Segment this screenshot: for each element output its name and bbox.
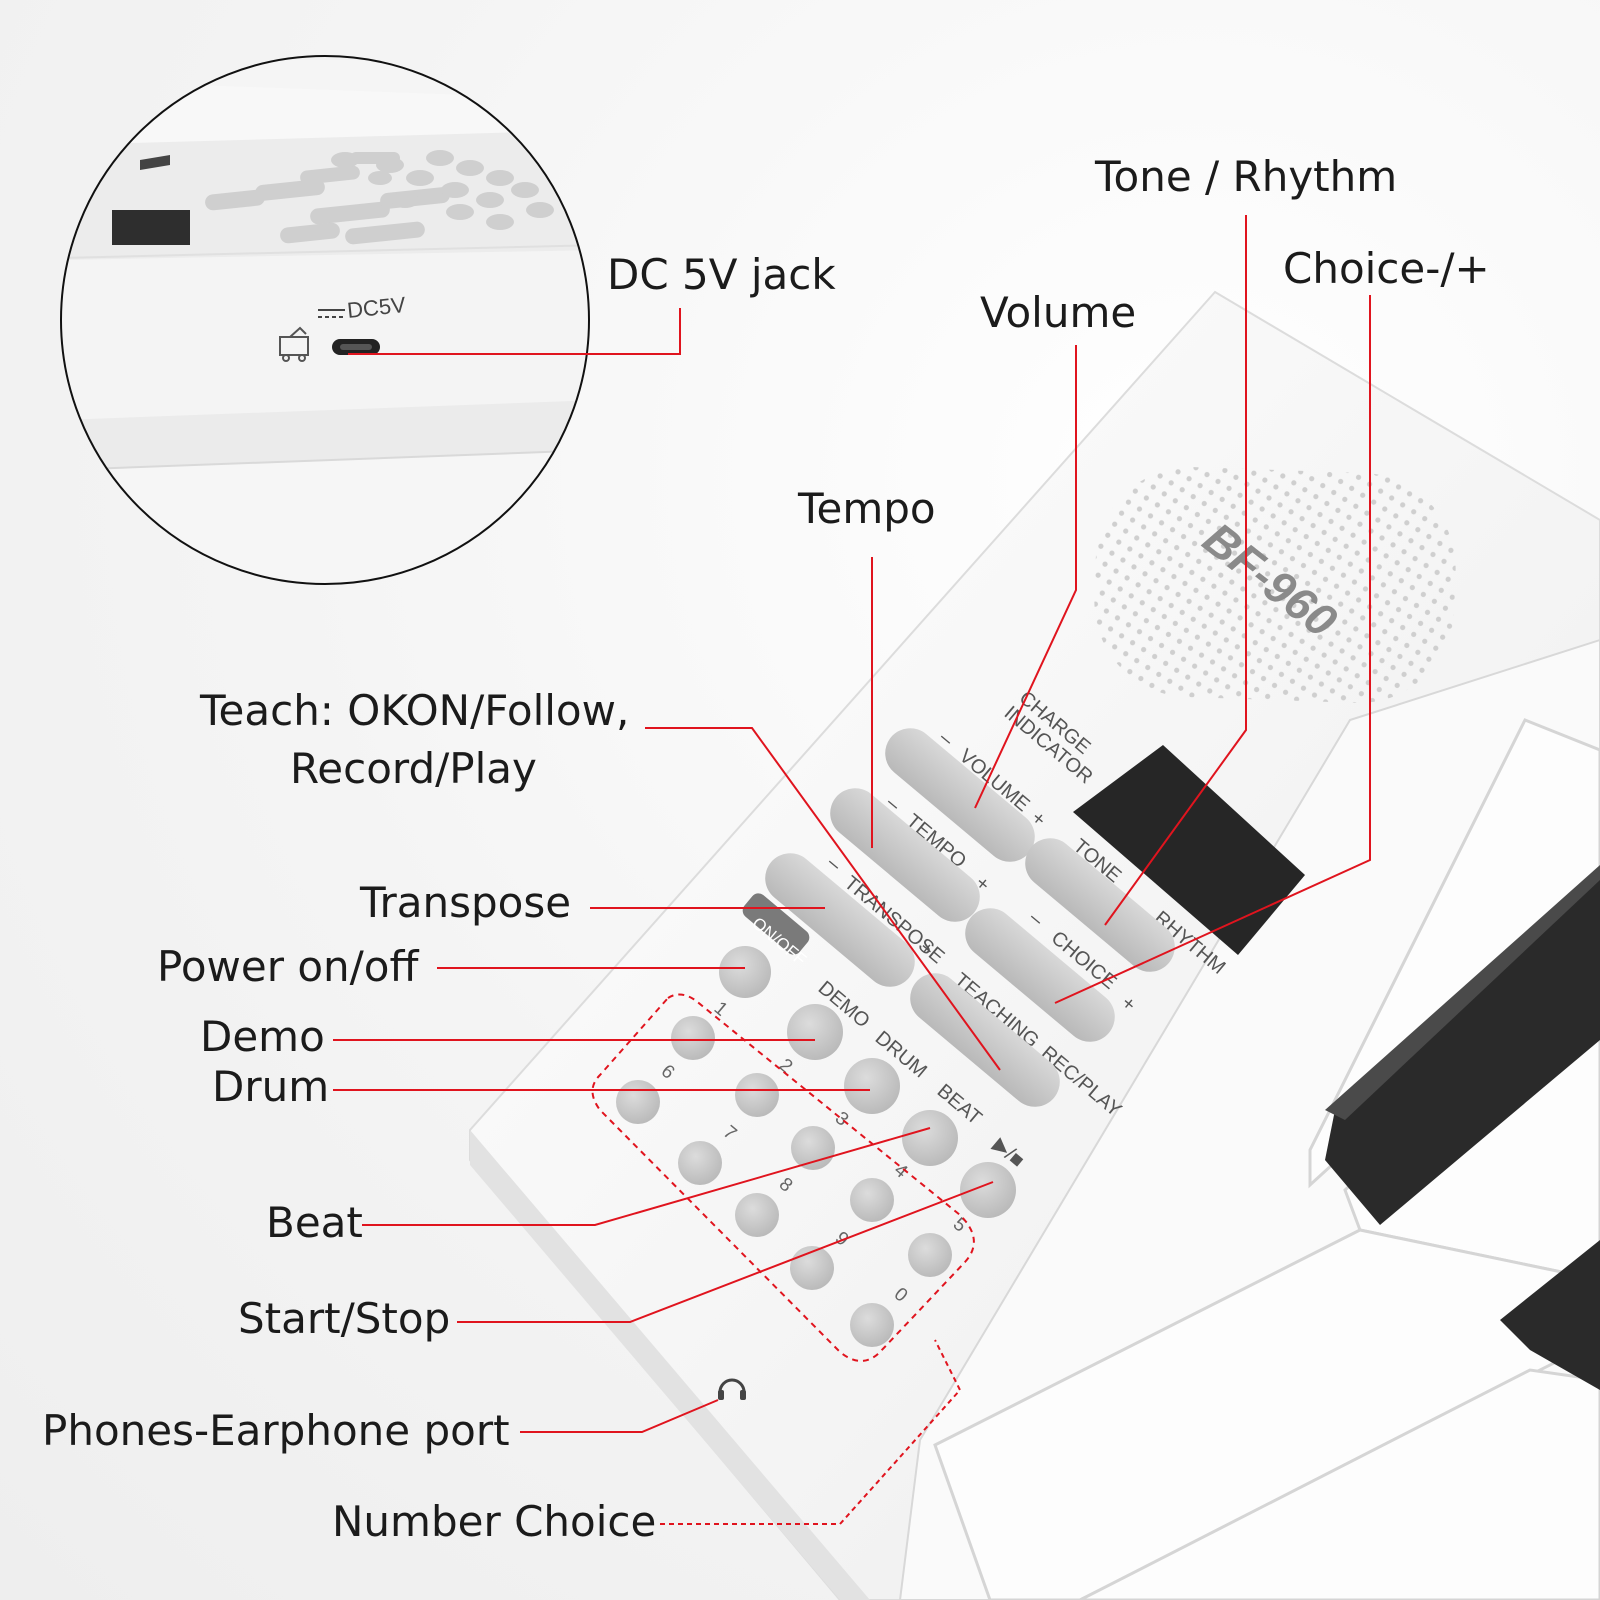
number-button-6[interactable] <box>616 1080 660 1124</box>
callout-choice: Choice-/+ <box>1283 244 1490 293</box>
number-choice-line <box>660 1339 962 1525</box>
callout-start-stop: Start/Stop <box>238 1294 451 1343</box>
teaching-recplay-button[interactable] <box>900 963 1070 1117</box>
number-choice-outline <box>591 993 975 1362</box>
control-buttons: ON/OFF <box>719 718 1185 1218</box>
callout-demo: Demo <box>200 1012 325 1061</box>
start-stop-line <box>457 1181 994 1323</box>
start-stop-button[interactable] <box>960 1162 1016 1218</box>
dc-jack-line <box>348 308 681 355</box>
number-button-7[interactable] <box>678 1141 722 1185</box>
black-keys <box>1325 865 1600 1390</box>
beat-button[interactable] <box>902 1110 958 1166</box>
volume-line <box>974 345 1077 809</box>
callout-tone-rhythm: Tone / Rhythm <box>1095 152 1398 201</box>
lcd-display <box>1073 745 1305 955</box>
callout-teach-2: Record/Play <box>290 744 537 793</box>
number-button-2[interactable] <box>735 1073 779 1117</box>
charge-icon <box>279 326 309 362</box>
tone-rhythm-button[interactable] <box>1015 828 1185 982</box>
speaker-grille: BF-960 <box>1094 467 1456 703</box>
number-button-8[interactable] <box>735 1193 779 1237</box>
drum-button[interactable] <box>844 1058 900 1114</box>
callout-beat: Beat <box>266 1198 363 1247</box>
choice-line <box>1054 295 1371 1004</box>
callout-phones: Phones-Earphone port <box>42 1406 510 1455</box>
number-button-3[interactable] <box>791 1126 835 1170</box>
callout-volume: Volume <box>980 288 1137 337</box>
volume-button[interactable] <box>875 718 1045 872</box>
headphone-icon[interactable] <box>718 1378 746 1400</box>
number-button-1[interactable] <box>671 1016 715 1060</box>
callout-teach-1: Teach: OKON/Follow, <box>200 686 630 735</box>
transpose-button[interactable] <box>755 843 925 997</box>
dc5v-silkscreen: DC5V <box>346 292 407 323</box>
callout-power: Power on/off <box>157 942 419 991</box>
keyboard-body: BF-960 <box>469 290 1600 1600</box>
choice-button[interactable] <box>955 898 1125 1052</box>
beat-line <box>362 1127 931 1226</box>
callout-transpose: Transpose <box>360 878 572 927</box>
number-button-4[interactable] <box>850 1178 894 1222</box>
callout-number-choice: Number Choice <box>332 1497 657 1546</box>
number-button-5[interactable] <box>908 1233 952 1277</box>
inset-closeup: DC5V <box>60 55 590 585</box>
callout-tempo: Tempo <box>798 484 936 533</box>
number-button-0[interactable] <box>850 1303 894 1347</box>
demo-button[interactable] <box>787 1004 843 1060</box>
callout-drum: Drum <box>212 1062 330 1111</box>
callout-lines <box>333 215 1371 1525</box>
tempo-button[interactable] <box>820 778 990 932</box>
power-button[interactable] <box>719 946 771 998</box>
teach-line <box>645 727 1001 1071</box>
tone-rhythm-line <box>1104 215 1247 926</box>
phones-line <box>520 1399 719 1433</box>
callout-dc-jack: DC 5V jack <box>607 250 836 299</box>
